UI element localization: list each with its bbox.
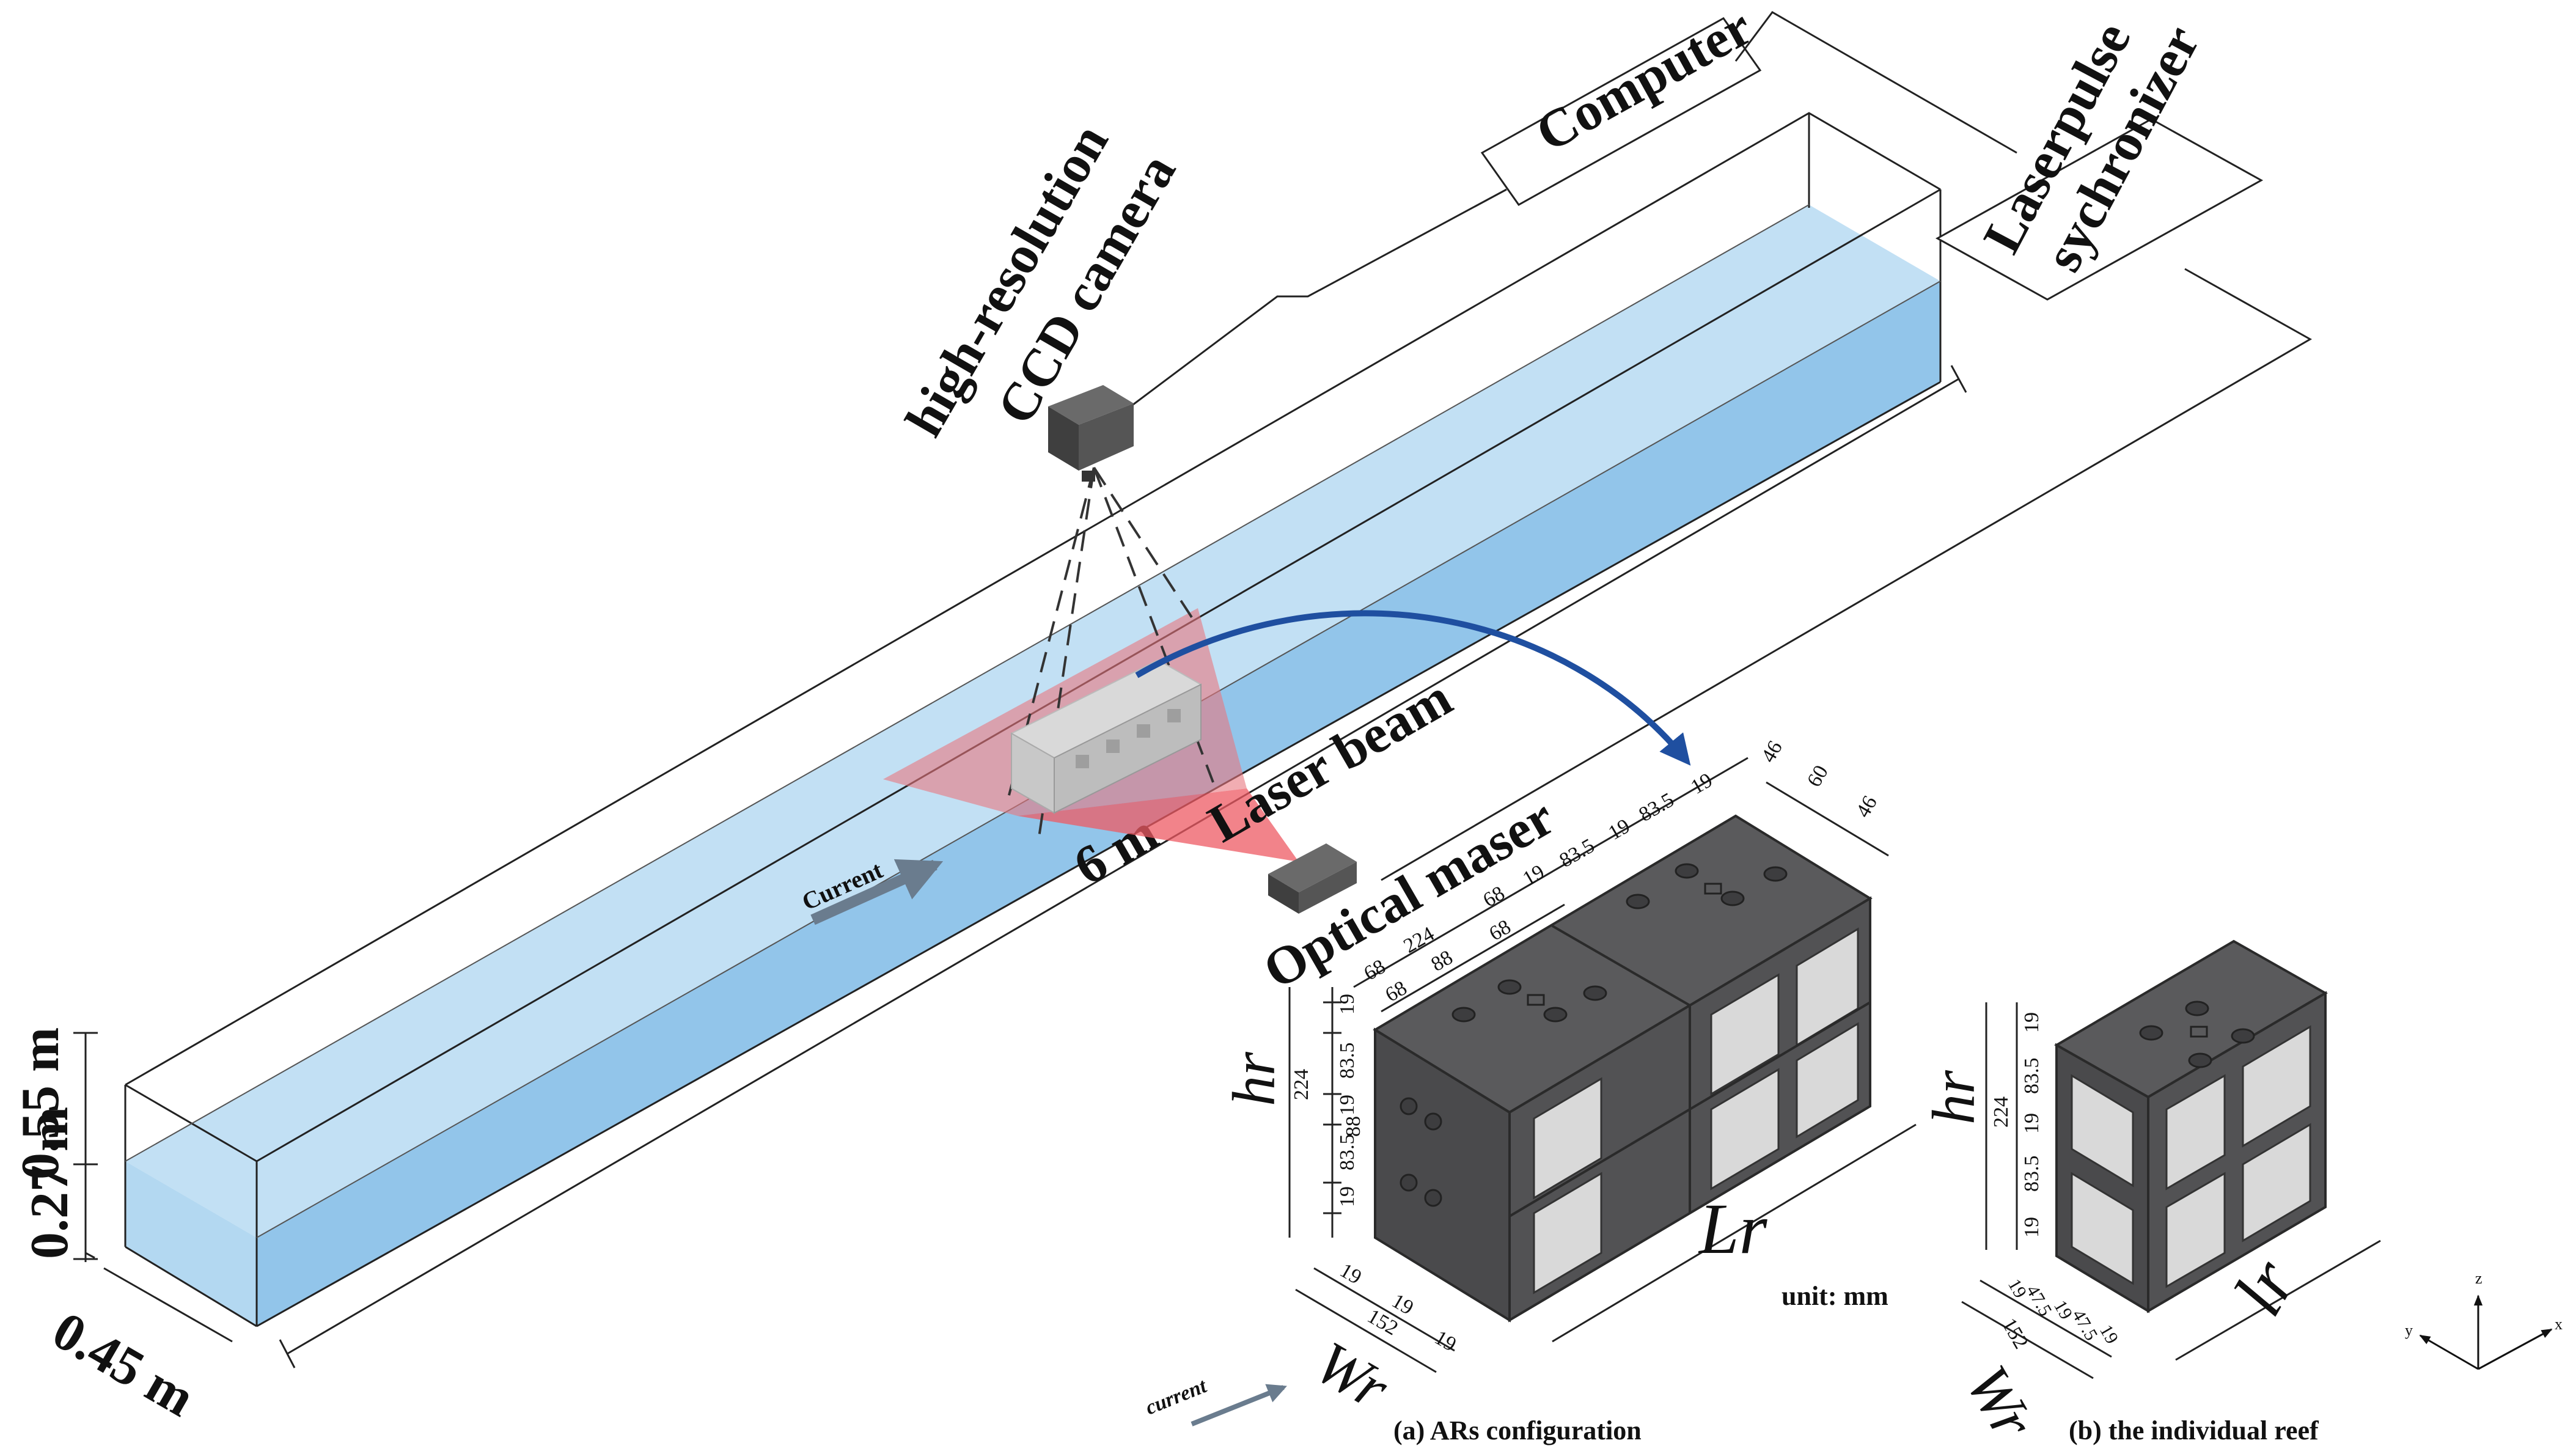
top-dim-line-a — [1353, 757, 1749, 988]
width-dim-line-b — [1980, 1279, 2112, 1358]
flume-height-label: 0.55 m — [11, 1027, 70, 1180]
axis-x-line — [2478, 1328, 2553, 1370]
axis-z-label: z — [2475, 1269, 2482, 1287]
flume-top-left-edge — [125, 1084, 257, 1162]
axis-y-label: y — [2405, 1321, 2413, 1339]
top-sub-a-1: 88 — [1428, 946, 1457, 976]
ccd-camera — [1048, 385, 1134, 482]
flume-length-dimension-line — [287, 378, 1959, 1355]
width-dim-b-4: 19 — [2096, 1321, 2123, 1347]
height-dim-a-2: 19 — [1336, 1095, 1359, 1115]
top-sub-a-2: 68 — [1486, 916, 1515, 945]
water-depth-label: 0.27 m — [20, 1107, 79, 1259]
width-total-b: 152 — [1997, 1315, 2033, 1353]
right-dim-line-a — [1766, 781, 1889, 857]
height-total-a: 224 — [1290, 1069, 1313, 1100]
ars-top-holes — [1451, 863, 1788, 1023]
axis-y-line — [2419, 1334, 2479, 1370]
top-dim-a-3: 19 — [1519, 861, 1549, 890]
wr-symbol-b: Wr — [1953, 1354, 2048, 1451]
lr-symbol-a: Lr — [1698, 1189, 1768, 1269]
width-dimension-line — [103, 1267, 233, 1343]
caption-a: (a) ARs configuration — [1393, 1415, 1642, 1445]
width-dim-line-a — [1313, 1267, 1455, 1352]
right-dim-a-2: 46 — [1852, 792, 1882, 821]
height-total-b: 224 — [1990, 1096, 2013, 1128]
hr-symbol-b: hr — [1920, 1070, 1987, 1125]
lr-dimension-line — [1552, 1123, 1917, 1343]
caption-b: (b) the individual reef — [2069, 1415, 2319, 1445]
current-label-reef: current — [1142, 1375, 1211, 1420]
zoom-arrow — [1135, 610, 1691, 766]
width-dim-a-3: 19 — [1431, 1326, 1460, 1356]
height-dim-b-0: 19 — [2020, 1012, 2043, 1033]
cable-camera-computer — [1130, 188, 1507, 408]
top-dim-a-5: 19 — [1605, 815, 1634, 845]
laser-beam-cone — [1018, 788, 1299, 862]
ars-openings — [1533, 927, 1859, 1294]
water-left-face — [125, 1161, 257, 1326]
reef-miniature — [1010, 659, 1203, 814]
axis-x-label: x — [2555, 1315, 2563, 1333]
cable-computer-synchronizer — [1734, 11, 2017, 154]
flume-bottom-left-edge — [125, 1246, 257, 1327]
height-dim-b-1: 83.5 — [2020, 1058, 2043, 1095]
lr-dimension-line-b — [2175, 1239, 2381, 1361]
flume-bottom-front-edge — [256, 381, 1941, 1327]
height-ticks-a — [1323, 1001, 1341, 1214]
top-dim-a-2: 68 — [1480, 882, 1509, 912]
flume-width-label: 0.45 m — [43, 1301, 204, 1428]
height-dim-b-2: 19 — [2020, 1113, 2043, 1134]
current-arrow-flume — [810, 859, 944, 925]
individual-reef: lr hr 224 19 83.5 19 83.5 19 19 47.5 19 … — [1920, 939, 2381, 1451]
coordinate-axes — [2419, 1294, 2553, 1370]
height-dim-a-3: 83.5 — [1336, 1134, 1359, 1171]
top-sub-a-0: 68 — [1382, 977, 1411, 1007]
computer-box — [1480, 17, 1762, 206]
height-dim-a-1: 83.5 — [1336, 1043, 1359, 1079]
height-dim-a-0: 19 — [1336, 994, 1359, 1015]
height-dim-b-4: 19 — [2020, 1217, 2043, 1238]
reef-openings — [2071, 1025, 2311, 1288]
height-inner-a: 88 — [1342, 1116, 1365, 1137]
right-dim-a-0: 46 — [1757, 737, 1787, 766]
right-dim-a-1: 60 — [1803, 762, 1833, 791]
optical-maser — [1268, 843, 1357, 914]
synchronizer-box — [1935, 118, 2264, 301]
height-dim-b-3: 83.5 — [2020, 1156, 2043, 1192]
hr-symbol-a: hr — [1220, 1051, 1288, 1106]
top-dim-a-7: 19 — [1687, 769, 1717, 799]
reef-top-holes — [2139, 1001, 2255, 1068]
waterline-back — [125, 204, 1810, 1162]
unit-label: unit: mm — [1782, 1281, 1888, 1311]
current-arrow-reef — [1191, 1384, 1287, 1426]
height-dim-a-4: 19 — [1336, 1186, 1359, 1207]
cable-synchronizer-maser — [1381, 268, 2313, 881]
